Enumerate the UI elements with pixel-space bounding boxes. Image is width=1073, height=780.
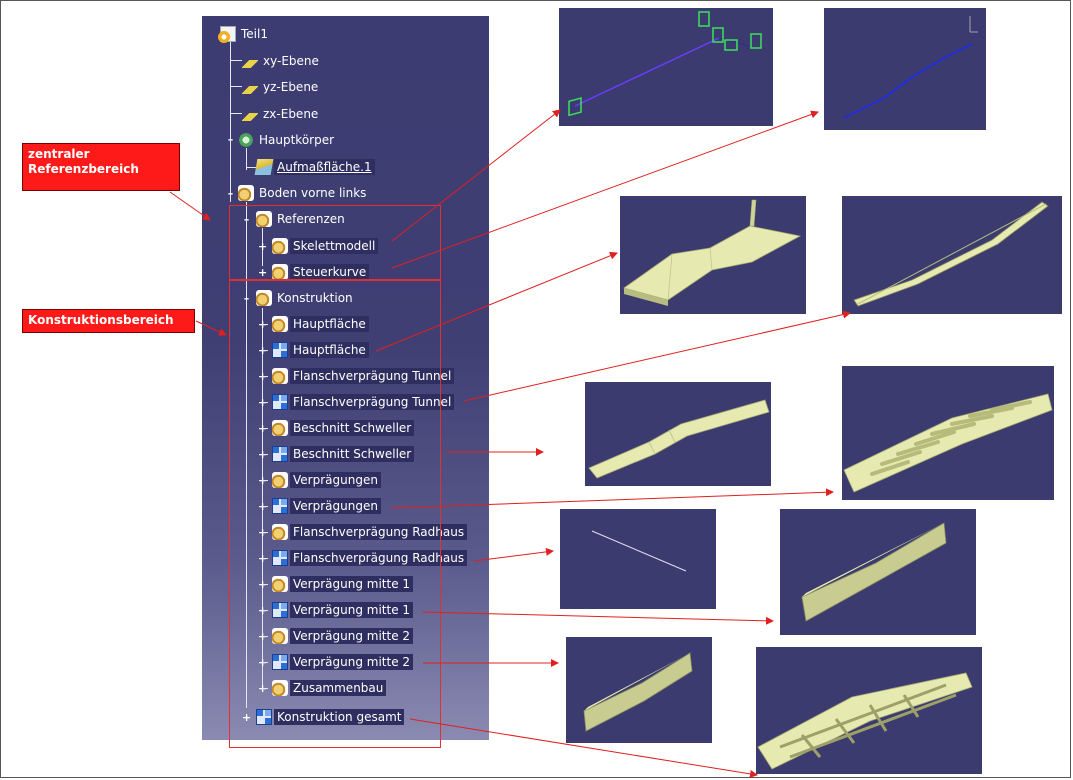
arrow-skeleton [392,110,560,241]
arrow-reference-area [170,192,210,220]
arrow-wheelhouse-flange [423,612,773,621]
arrow-control-curve [392,112,818,268]
arrow-assembly [410,719,757,775]
arrow-wheelhouse-curve [474,551,553,561]
arrow-main-surface [376,253,617,351]
arrow-embossings [391,492,833,508]
arrow-tunnel-flange [464,313,850,401]
arrow-construction-area [196,321,226,335]
